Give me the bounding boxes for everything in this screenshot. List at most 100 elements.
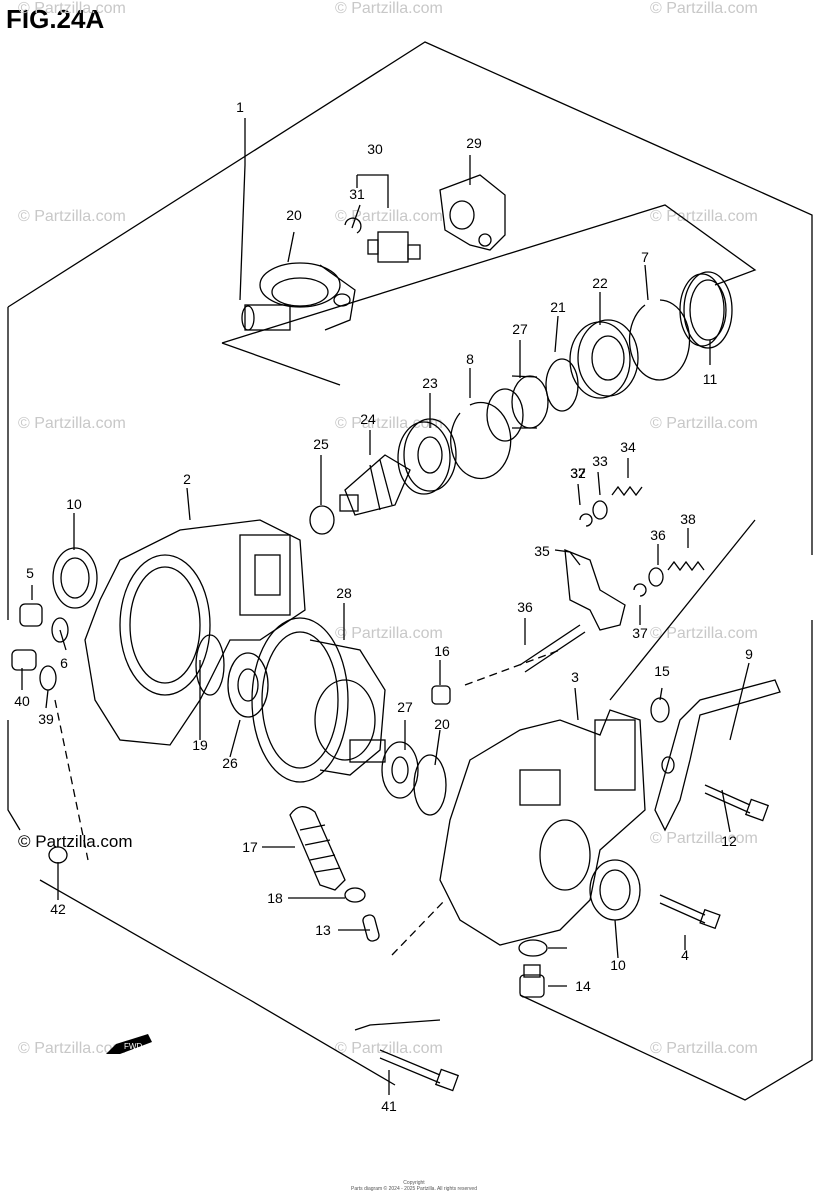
circlip-part-32 bbox=[344, 217, 362, 234]
cap-part-16 bbox=[650, 697, 670, 723]
housing-cover-part-3 bbox=[439, 709, 646, 946]
differential-case-part-2 bbox=[84, 519, 306, 746]
callout-number: 16 bbox=[434, 643, 450, 659]
shift-fork-part-33 bbox=[564, 548, 626, 631]
callout-number: 37 bbox=[570, 465, 586, 481]
shaft-part-34 bbox=[519, 624, 586, 673]
callout-number: 26 bbox=[222, 755, 238, 771]
boot-part-18 bbox=[289, 806, 346, 891]
bearing-part-24 bbox=[397, 418, 457, 495]
callout-number: 23 bbox=[422, 375, 438, 391]
callout-number: 39 bbox=[38, 711, 54, 727]
callout-number: 10 bbox=[610, 957, 626, 973]
assembly-outline bbox=[39, 879, 396, 1086]
callout-number: 30 bbox=[367, 141, 383, 157]
callout-number: 8 bbox=[466, 351, 474, 367]
callout-number: 10 bbox=[66, 496, 82, 512]
ring-gear-part-29 bbox=[251, 617, 386, 783]
assembly-outline bbox=[7, 41, 813, 555]
watermark: © Partzilla.com bbox=[18, 208, 126, 225]
washer-part-39 bbox=[39, 665, 57, 691]
watermark: © Partzilla.com bbox=[650, 625, 758, 642]
watermark: © Partzilla.com bbox=[650, 0, 758, 17]
callout-number: 33 bbox=[592, 453, 608, 469]
watermark: © Partzilla.com bbox=[18, 415, 126, 432]
bolt-part-12 bbox=[704, 784, 770, 822]
pinion-gear-part-25 bbox=[339, 454, 411, 516]
bearing-part-26 bbox=[309, 505, 335, 535]
callout-number: 27 bbox=[397, 699, 413, 715]
watermark: © Partzilla.com bbox=[335, 415, 443, 432]
oil-seal-part-11 bbox=[679, 271, 733, 349]
watermark: © Partzilla.com bbox=[18, 0, 126, 17]
callout-number: 20 bbox=[434, 716, 450, 732]
spring-part-38 bbox=[667, 560, 705, 572]
washer-part-15 bbox=[518, 939, 548, 957]
spring-part-35 bbox=[611, 485, 643, 497]
callout-number: 7 bbox=[641, 249, 649, 265]
bearing-part-23 bbox=[569, 319, 639, 399]
footer: Copyright Parts diagram © 2024 - 2025 Pa… bbox=[0, 1180, 828, 1192]
universal-joint-part-31 bbox=[367, 231, 421, 263]
callout-number: 37 bbox=[632, 625, 648, 641]
callout-number: 35 bbox=[534, 543, 550, 559]
callout-number: 3 bbox=[571, 669, 579, 685]
callout-number: 34 bbox=[620, 439, 636, 455]
callout-number: 36 bbox=[517, 599, 533, 615]
fwd-label: FWD bbox=[124, 1042, 142, 1051]
oil-seal-part-10 bbox=[589, 859, 641, 921]
kit-outline bbox=[221, 204, 757, 344]
watermark: © Partzilla.com bbox=[650, 208, 758, 225]
kit-outline bbox=[221, 342, 341, 386]
callout-number: 5 bbox=[26, 565, 34, 581]
callout-number: 1 bbox=[236, 99, 244, 115]
watermark: © Partzilla.com bbox=[650, 1040, 758, 1057]
needle-bearing-part-28 bbox=[486, 375, 549, 442]
shim-part-20 bbox=[413, 754, 447, 816]
pin-part-13 bbox=[362, 914, 380, 942]
clip-part-37 bbox=[579, 513, 593, 527]
watermark: © Partzilla.com bbox=[335, 0, 443, 17]
callout-number: 38 bbox=[680, 511, 696, 527]
callout-number: 31 bbox=[349, 186, 365, 202]
shim-part-20 bbox=[195, 634, 225, 696]
callout-number: 41 bbox=[381, 1098, 397, 1114]
sleeve-part-17 bbox=[431, 685, 451, 705]
yoke-part-30 bbox=[439, 174, 506, 251]
circlip-part-8 bbox=[450, 401, 512, 480]
bearing-part-27 bbox=[381, 741, 419, 799]
callout-number: 14 bbox=[575, 978, 591, 994]
callout-number: 40 bbox=[14, 693, 30, 709]
footer-line-1: Copyright bbox=[403, 1180, 425, 1186]
callout-number: 42 bbox=[50, 901, 66, 917]
callout-number: 19 bbox=[192, 737, 208, 753]
callout-number: 36 bbox=[650, 527, 666, 543]
bearing-part-27 bbox=[227, 652, 269, 718]
plug-part-40 bbox=[11, 649, 37, 671]
watermark: © Partzilla.com bbox=[335, 1040, 443, 1057]
drain-plug-part-14 bbox=[519, 964, 545, 998]
callout-number: 11 bbox=[703, 371, 718, 387]
callout-number: 4 bbox=[681, 947, 689, 963]
callout-number: 13 bbox=[315, 922, 331, 938]
watermark: © Partzilla.com bbox=[335, 625, 443, 642]
callout-number: 21 bbox=[550, 299, 566, 315]
plug-part-5 bbox=[19, 603, 43, 627]
callout-number: 2 bbox=[183, 471, 191, 487]
output-shaft-part-21 bbox=[241, 262, 356, 331]
bracket-part-9 bbox=[654, 679, 781, 832]
callout-number: 18 bbox=[267, 890, 283, 906]
clamp-part-19 bbox=[344, 887, 366, 903]
bolt-part-4 bbox=[659, 894, 721, 930]
watermark: © Partzilla.com bbox=[650, 415, 758, 432]
washer-part-42 bbox=[48, 846, 68, 864]
callout-number: 22 bbox=[592, 275, 608, 291]
callout-number: 24 bbox=[360, 411, 376, 427]
watermark: © Partzilla.com bbox=[18, 1040, 126, 1057]
ring-part-22 bbox=[545, 358, 579, 412]
watermark: © Partzilla.com bbox=[650, 830, 758, 847]
fwd-arrow: FWD bbox=[106, 1032, 152, 1056]
callout-number: 9 bbox=[745, 646, 753, 662]
